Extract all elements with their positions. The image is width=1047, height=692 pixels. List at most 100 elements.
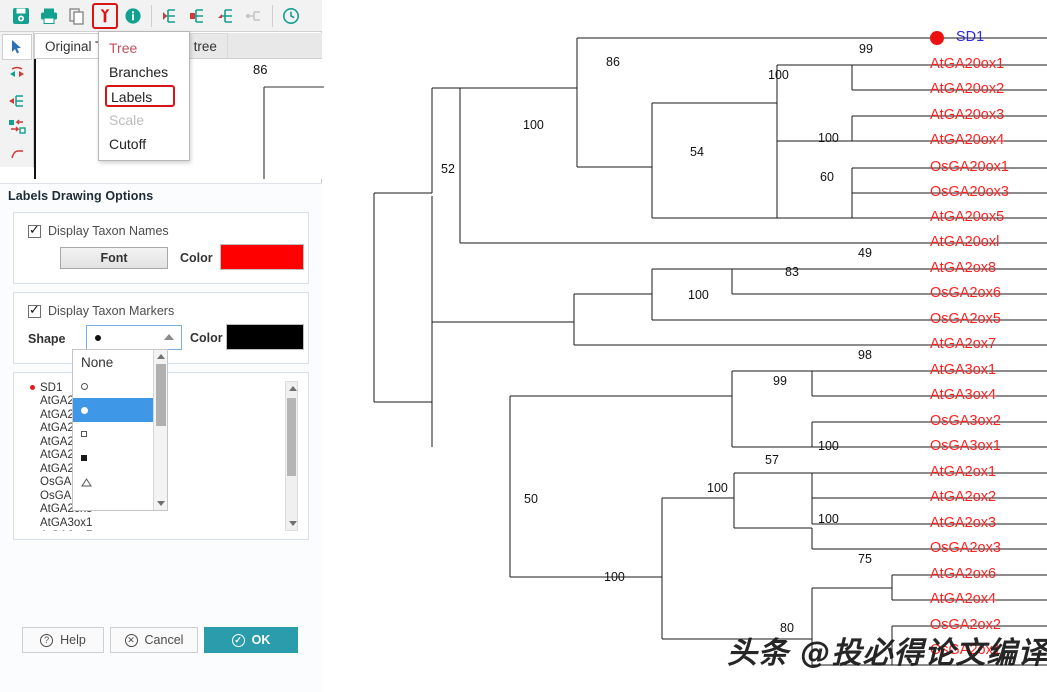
- shape-option-open-triangle[interactable]: [73, 470, 167, 494]
- root-icon[interactable]: [241, 3, 267, 29]
- flip-subtree-icon[interactable]: [2, 61, 32, 87]
- labels-drawing-options-dialog: Labels Drawing Options Display Taxon Nam…: [0, 183, 322, 692]
- taxon-label[interactable]: OsGA3ox1: [930, 438, 1001, 454]
- taxon-label[interactable]: AtGA20ox1: [930, 56, 1005, 72]
- bootstrap-value: 86: [606, 55, 620, 69]
- bootstrap-value: 80: [780, 621, 794, 635]
- taxon-names-color-swatch[interactable]: [220, 244, 304, 270]
- menu-item-cutoff[interactable]: Cutoff: [109, 136, 147, 152]
- toolbar-divider: [151, 4, 152, 27]
- taxon-label[interactable]: AtGA3ox1: [930, 362, 997, 378]
- taxon-label[interactable]: AtGA2ox8: [930, 260, 997, 276]
- taxon-label[interactable]: AtGA3ox4: [930, 387, 997, 403]
- taxon-label[interactable]: AtGA20ox3: [930, 107, 1005, 123]
- bootstrap-value: 54: [690, 145, 704, 159]
- taxon-label[interactable]: AtGA20ox2: [930, 81, 1005, 97]
- shape-option-filled-circle[interactable]: [73, 398, 167, 422]
- taxon-label[interactable]: AtGA20oxl: [930, 234, 1000, 250]
- list-item[interactable]: AtGA2ox7: [24, 530, 276, 531]
- shape-option-filled-square[interactable]: [73, 446, 167, 470]
- save-icon[interactable]: [8, 3, 34, 29]
- watermark-text: 头条 @投必得论文编译: [727, 636, 1047, 671]
- checkbox-box: [28, 302, 41, 318]
- taxon-label[interactable]: AtGA2ox6: [930, 566, 997, 582]
- display-taxon-markers-checkbox[interactable]: Display Taxon Markers: [28, 302, 174, 318]
- info-icon[interactable]: [120, 3, 146, 29]
- scroll-down-icon[interactable]: [157, 501, 165, 506]
- taxon-label[interactable]: AtGA2ox1: [930, 464, 997, 480]
- list-item-marker: [24, 385, 40, 391]
- shape-option-open-circle[interactable]: [73, 374, 167, 398]
- tools-dropdown-menu: Tree Branches Labels Scale Cutoff: [98, 31, 190, 161]
- list-item[interactable]: SD1: [24, 381, 276, 395]
- taxon-label[interactable]: AtGA2ox2: [930, 489, 997, 505]
- application-pane: Original T consensus tree 86 Tree Branch…: [0, 0, 324, 692]
- tools-wrench-icon[interactable]: [92, 2, 118, 29]
- taxon-label[interactable]: AtGA20ox5: [930, 209, 1005, 225]
- timetree-clock-icon[interactable]: [278, 3, 304, 29]
- taxon-label[interactable]: OsGA2ox2: [930, 617, 1001, 633]
- chevron-up-icon: [164, 334, 174, 340]
- menu-item-tree[interactable]: Tree: [109, 40, 138, 56]
- menu-item-labels[interactable]: Labels: [105, 85, 175, 107]
- copy-icon[interactable]: [64, 3, 90, 29]
- open-circle-icon: [81, 382, 88, 390]
- shape-option-none[interactable]: None: [73, 350, 167, 374]
- pointer-tool-icon[interactable]: [1, 34, 32, 60]
- shape-select[interactable]: [86, 325, 182, 350]
- list-item-label: SD1: [40, 381, 63, 394]
- scroll-down-icon[interactable]: [289, 521, 297, 526]
- display-taxon-names-checkbox[interactable]: Display Taxon Names: [28, 222, 169, 238]
- shape-option-label: None: [81, 354, 114, 370]
- taxon-label[interactable]: OsGA20ox3: [930, 184, 1009, 200]
- bootstrap-value: 100: [604, 570, 625, 584]
- scroll-up-icon[interactable]: [157, 354, 165, 359]
- menu-item-scale: Scale: [109, 112, 145, 128]
- bootstrap-value: 49: [858, 246, 872, 260]
- tree-subtree-icon[interactable]: [213, 3, 239, 29]
- taxon-label[interactable]: AtGA2ox7: [930, 336, 997, 352]
- display-taxon-names-label: Display Taxon Names: [48, 224, 169, 238]
- taxon-marker: [930, 31, 944, 45]
- shape-dropdown-scrollbar[interactable]: [153, 350, 167, 510]
- taxon-label[interactable]: OsGA2ox3: [930, 540, 1001, 556]
- preview-bootstrap-label: 86: [253, 62, 268, 77]
- ok-button[interactable]: ✓ OK: [204, 627, 298, 653]
- taxon-label[interactable]: SD1: [956, 29, 985, 45]
- shape-label: Shape: [28, 332, 66, 346]
- filled-circle-icon: [95, 334, 101, 341]
- cancel-button[interactable]: ✕ Cancel: [110, 627, 198, 653]
- taxon-label[interactable]: OsGA2ox1: [930, 642, 1001, 658]
- font-button[interactable]: Font: [60, 247, 168, 269]
- shape-option-open-square[interactable]: [73, 422, 167, 446]
- toolbar-divider-2: [272, 4, 273, 27]
- scroll-thumb[interactable]: [156, 364, 166, 426]
- compress-icon[interactable]: [2, 141, 32, 167]
- scroll-thumb[interactable]: [287, 398, 296, 476]
- help-button[interactable]: ? Help: [22, 627, 104, 653]
- filled-square-icon: [81, 455, 87, 461]
- list-item[interactable]: AtGA3ox1: [24, 516, 276, 530]
- taxon-label[interactable]: AtGA20ox4: [930, 132, 1005, 148]
- bootstrap-value: 60: [820, 170, 834, 184]
- taxon-label[interactable]: AtGA2ox4: [930, 591, 997, 607]
- preview-scrollbar[interactable]: [285, 381, 298, 531]
- taxon-label[interactable]: OsGA2ox5: [930, 311, 1001, 327]
- bootstrap-value: 100: [818, 439, 839, 453]
- bootstrap-value: 75: [858, 552, 872, 566]
- scroll-up-icon[interactable]: [289, 386, 297, 391]
- move-node-icon[interactable]: [2, 114, 32, 140]
- dialog-title: Labels Drawing Options: [8, 189, 154, 203]
- print-icon[interactable]: [36, 3, 62, 29]
- taxon-label[interactable]: AtGA2ox3: [930, 515, 997, 531]
- menu-item-branches[interactable]: Branches: [109, 64, 169, 80]
- tree-topology-icon[interactable]: [157, 3, 183, 29]
- shape-dropdown-list[interactable]: None: [72, 349, 168, 511]
- tree-branch-icon[interactable]: [185, 3, 211, 29]
- taxon-label[interactable]: OsGA20ox1: [930, 159, 1009, 175]
- taxon-markers-color-swatch[interactable]: [226, 324, 304, 350]
- taxon-label[interactable]: OsGA3ox2: [930, 413, 1001, 429]
- swap-branch-icon[interactable]: [2, 88, 32, 114]
- taxon-label[interactable]: OsGA2ox6: [930, 285, 1001, 301]
